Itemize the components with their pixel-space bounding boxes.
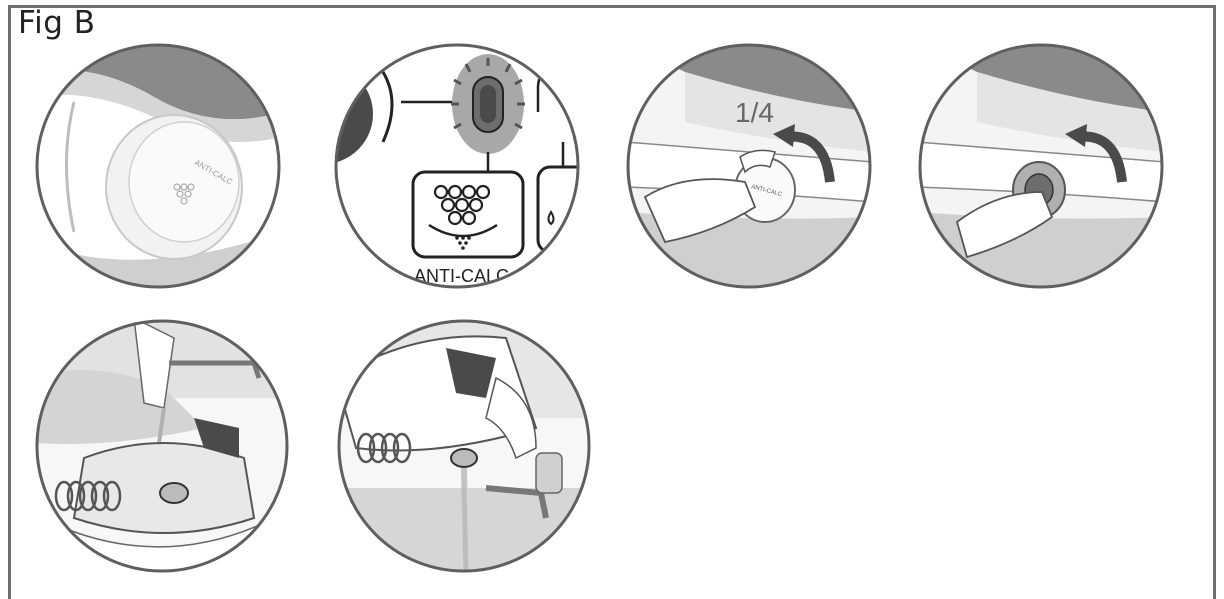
figure-label: Fig B	[18, 5, 96, 41]
step-2-control-panel: ANTI-CALC	[333, 42, 581, 290]
step-3-turn-knob: ANTI-CALC 1/4	[625, 42, 873, 290]
step-4-remove-knob	[917, 42, 1165, 290]
step-6-drain-water	[336, 318, 592, 574]
step-5-pour-water	[34, 318, 290, 574]
rotation-text: 1/4	[735, 97, 774, 128]
step-1-knob-closeup: ANTI-CALC	[34, 42, 282, 290]
